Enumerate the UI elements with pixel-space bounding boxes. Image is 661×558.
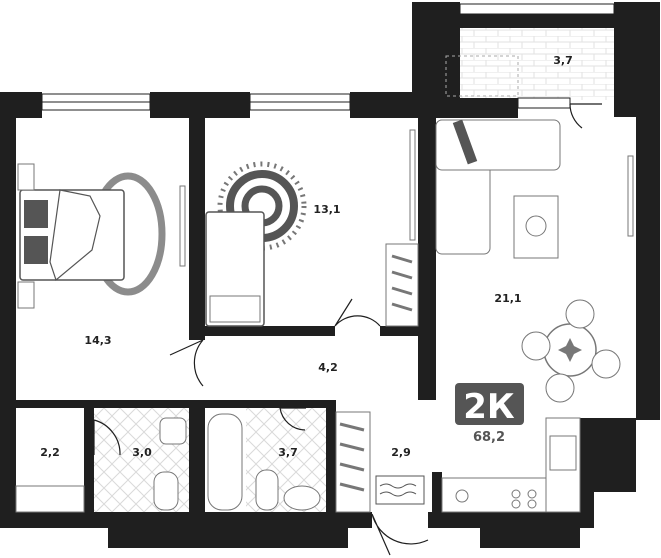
apartment-badge: 2К 68,2 [455,383,524,445]
wall-right-lower [580,418,636,492]
door-toilet [93,419,121,456]
fan-icon [455,489,469,503]
window-living [517,97,571,109]
washbasin-icon [283,485,321,511]
closet-shelf-icon [15,485,85,513]
door-entrance [371,513,429,556]
radiator-icon [627,155,634,237]
door-bedroom-left [169,339,204,387]
living-furniture [435,119,634,513]
wall-wet-top [84,400,334,408]
door-bathroom [279,407,306,431]
room-labels: 3,7 13,1 14,3 21,1 4,2 2,2 3,0 3,7 2,9 [40,54,573,459]
coffee-table-icon [513,195,559,259]
area-label-hall: 4,2 [318,361,338,374]
wall-bottom-left [0,512,372,528]
stove-burner-icon [527,489,537,499]
wall-bedroom-bottom-1 [205,326,335,336]
area-label-living-kitchen: 21,1 [494,292,521,305]
pillow-icon [24,236,48,264]
toilet-icon [153,471,179,511]
sanitary-fixtures [153,413,321,511]
kitchen-counter-icon [441,477,547,513]
wall-bottom-right [428,512,580,528]
wall-toilet-right [189,400,205,512]
wall-top-3 [350,92,412,118]
total-area: 68,2 [473,430,505,445]
chair-icon [545,373,575,403]
door-bedroom-right [334,298,381,327]
bedroom-right-furniture [205,129,419,327]
doormat-pattern-icon [379,483,417,497]
doors [93,103,602,556]
bedroom-left-furniture [17,163,186,309]
stove-burner-icon [527,499,537,509]
balcony-floor [444,28,614,100]
area-label-toilet: 3,0 [132,446,152,459]
wall-bedrooms-divider [189,118,205,340]
chair-icon [521,331,551,361]
stove-burner-icon [511,489,521,499]
wall-closet-top [16,400,84,408]
apartment-type: 2К [463,387,515,427]
wall-left [0,92,16,512]
wall-entrance-right [432,472,442,512]
pillow-icon [209,295,261,323]
balcony-wall-left [412,2,460,98]
hall-wardrobe-icon [335,411,371,513]
sink-icon [159,417,187,445]
radiator-icon [179,185,186,267]
wall-top-2 [150,92,250,118]
balcony-wall-top [460,14,614,28]
walls [0,2,660,548]
plate-icon [525,215,547,237]
wall-bedroom-bottom-2 [380,326,418,336]
hangers-icon [339,422,365,492]
badge-background [455,383,524,425]
throw-icon [452,119,478,165]
door-balcony [569,103,602,129]
nightstand-icon [17,281,35,309]
area-label-closet: 2,2 [40,446,60,459]
radiator-icon [409,129,416,241]
chair-icon [565,299,595,329]
wall-bottom-right-step [480,528,580,548]
hall-furniture [15,55,519,513]
sun-rays-icon [217,161,307,251]
blanket-icon [49,189,101,282]
window-balcony [459,3,615,15]
stove-burner-icon [511,499,521,509]
area-label-balcony: 3,7 [553,54,573,67]
sink-icon [549,435,577,471]
balcony-wall-right [614,2,660,117]
hangers-icon [391,254,413,312]
wall-closet-right [84,400,94,512]
doormat-icon [375,475,425,505]
flower-icon [558,338,582,362]
wall-top-4 [412,98,518,118]
windows [41,3,615,111]
chair-icon [591,349,621,379]
area-label-entrance: 2,9 [391,446,411,459]
area-label-bedroom-left: 14,3 [84,334,111,347]
wall-bath-right [326,400,336,512]
bathtub-icon [207,413,243,511]
nightstand-icon [17,163,35,191]
area-label-bedroom-right: 13,1 [313,203,340,216]
balcony-storage-icon [445,55,519,97]
wardrobe-icon [385,243,419,327]
wall-bottom-step [108,528,348,548]
area-label-bathroom: 3,7 [278,446,298,459]
wall-right [636,100,660,420]
wall-living-left [418,98,436,400]
pillow-icon [24,200,48,228]
toilet-icon [255,469,279,511]
